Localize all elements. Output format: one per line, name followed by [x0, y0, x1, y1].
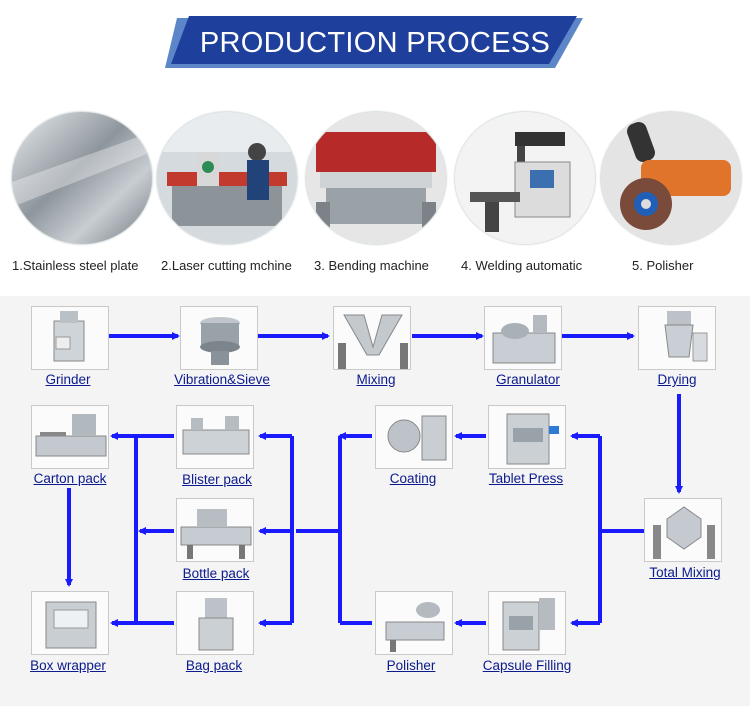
tablet-press-machine-image — [488, 405, 566, 469]
grinder-machine-image — [31, 306, 109, 370]
blister-pack-machine-image — [176, 405, 254, 469]
bottle-pack-machine-image — [176, 498, 254, 562]
step-caption-5: 5. Polisher — [632, 258, 694, 273]
polisher-machine-image — [375, 591, 453, 655]
box-wrapper-machine-image — [31, 591, 109, 655]
label-bag-pack: Bag pack — [185, 658, 243, 673]
label-tablet-press: Tablet Press — [488, 471, 564, 486]
label-mixing: Mixing — [356, 372, 396, 387]
drying-machine-image — [638, 306, 716, 370]
label-coating: Coating — [389, 471, 437, 486]
label-vibration-sieve: Vibration&Sieve — [174, 372, 270, 387]
label-drying: Drying — [657, 372, 697, 387]
step-caption-4: 4. Welding automatic — [461, 258, 583, 273]
title-banner — [165, 16, 583, 68]
bending-machine-image — [306, 112, 446, 244]
label-grinder: Grinder — [45, 372, 91, 387]
total-mixing-machine-image — [644, 498, 722, 562]
bag-pack-machine-image — [176, 591, 254, 655]
stainless-steel-plate-image — [12, 112, 152, 244]
page-title: PRODUCTION PROCESS — [199, 27, 551, 59]
label-blister-pack: Blister pack — [182, 472, 252, 487]
label-carton-pack: Carton pack — [33, 471, 107, 486]
step-caption-3: 3. Bending machine — [314, 258, 429, 273]
mixing-machine-image — [333, 306, 411, 370]
label-polisher: Polisher — [386, 658, 436, 673]
polisher-tool-image — [601, 112, 741, 244]
carton-pack-machine-image — [31, 405, 109, 469]
welding-machine-image — [455, 112, 595, 244]
label-bottle-pack: Bottle pack — [182, 566, 250, 581]
step-caption-2: 2.Laser cutting mchine — [161, 258, 292, 273]
label-granulator: Granulator — [496, 372, 560, 387]
coating-machine-image — [375, 405, 453, 469]
label-box-wrapper: Box wrapper — [30, 658, 106, 673]
step-caption-1: 1.Stainless steel plate — [12, 258, 139, 273]
capsule-filling-machine-image — [488, 591, 566, 655]
label-capsule-filling: Capsule Filling — [482, 658, 572, 673]
vibration-sieve-machine-image — [180, 306, 258, 370]
label-total-mixing: Total Mixing — [649, 565, 721, 580]
granulator-machine-image — [484, 306, 562, 370]
